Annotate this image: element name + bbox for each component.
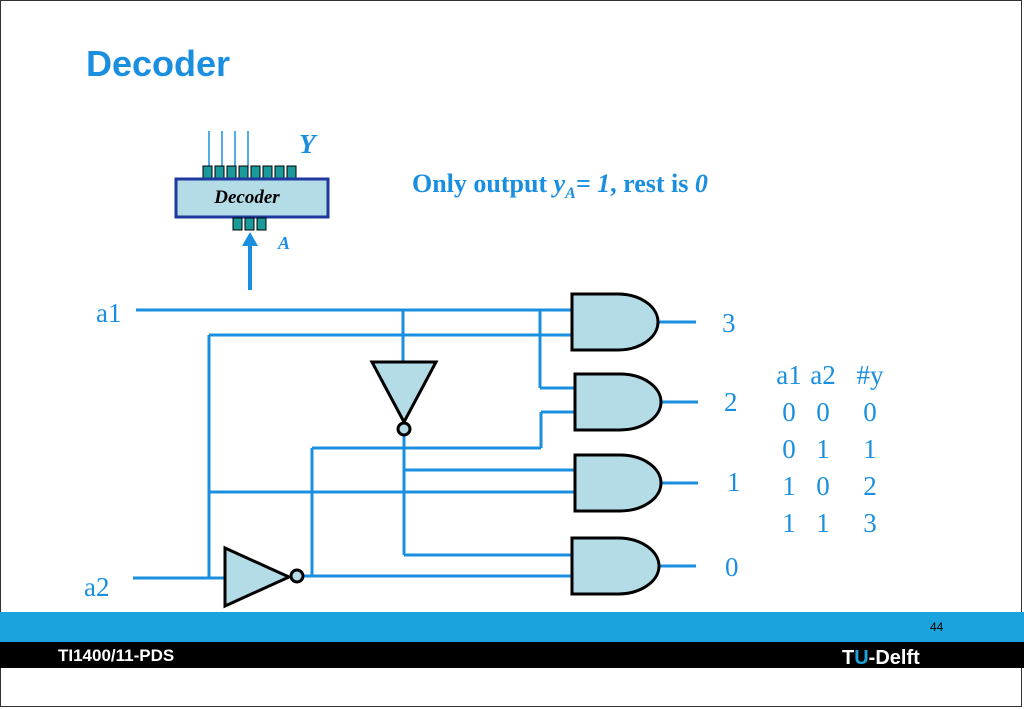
output-label-3: 3 — [722, 308, 736, 338]
course-code: TI1400/11-PDS — [58, 646, 175, 665]
truth-table-row: 0 1 1 — [772, 431, 900, 468]
and-gate-2 — [573, 372, 663, 432]
cell-a1: 1 — [782, 471, 796, 501]
note-var: y — [553, 169, 566, 198]
inverter-a2-bubble — [289, 568, 305, 584]
truth-table: a1 a2 #y 0 0 0 0 1 1 1 0 2 1 1 3 — [772, 357, 900, 542]
note-zero: 0 — [694, 169, 708, 198]
header-a2: a2 — [810, 360, 836, 390]
output-label-0: 0 — [725, 552, 739, 582]
tu-delft-logo: TU-Delft — [842, 647, 920, 670]
truth-table-row: 1 1 3 — [772, 505, 900, 542]
output-lines — [208, 131, 249, 166]
cell-a1: 0 — [782, 397, 796, 427]
note-prefix: Only output — [412, 169, 554, 198]
logo-u: U — [854, 647, 869, 669]
input-label-a: A — [277, 233, 290, 253]
and-gates — [570, 292, 663, 596]
decoder-block-symbol: Decoder Y A — [174, 129, 330, 290]
signal-labels: a1 a2 3 2 1 0 — [84, 298, 741, 602]
slide-title: Decoder — [86, 43, 231, 84]
inverters — [223, 360, 439, 609]
page-number: 44 — [930, 620, 944, 634]
input-label-a2: a2 — [84, 572, 109, 602]
note-eq: = 1 — [575, 169, 611, 198]
output-label-2: 2 — [724, 387, 738, 417]
circuit-wires — [133, 308, 698, 580]
logo-t: T — [842, 647, 855, 669]
footer-blue-band — [0, 612, 1024, 642]
output-label-y: Y — [299, 129, 318, 159]
and-gate-0 — [570, 536, 661, 596]
inverter-a1-bubble — [396, 421, 412, 437]
and-gate-3 — [570, 292, 660, 352]
note-sub: A — [565, 185, 576, 203]
inverter-a1 — [369, 360, 439, 426]
input-label-a1: a1 — [96, 298, 121, 328]
output-label-1: 1 — [727, 467, 741, 497]
and-gate-1 — [573, 453, 663, 513]
output-note: Only output yA= 1, rest is 0 — [412, 169, 708, 203]
cell-y: 1 — [863, 434, 877, 464]
cell-a2: 0 — [816, 397, 830, 427]
cell-a1: 1 — [782, 508, 796, 538]
cell-y: 0 — [863, 397, 877, 427]
note-rest: , rest is — [610, 169, 695, 198]
truth-table-header: a1 a2 #y — [772, 357, 900, 394]
truth-table-row: 0 0 0 — [772, 394, 900, 431]
footer-black-band — [0, 642, 1024, 668]
input-arrow-head — [242, 232, 258, 246]
decoder-block-label: Decoder — [213, 187, 280, 208]
output-pins — [202, 165, 297, 179]
cell-a2: 1 — [816, 434, 830, 464]
cell-a2: 0 — [816, 471, 830, 501]
inverter-a2 — [223, 545, 293, 609]
logo-rest: -Delft — [868, 647, 920, 669]
header-y: #y — [856, 360, 884, 390]
cell-y: 2 — [863, 471, 877, 501]
cell-a1: 0 — [782, 434, 796, 464]
truth-table-row: 1 0 2 — [772, 468, 900, 505]
cell-a2: 1 — [816, 508, 830, 538]
input-pins — [232, 217, 267, 231]
decoder-block — [174, 177, 330, 219]
header-a1: a1 — [776, 360, 802, 390]
cell-y: 3 — [863, 508, 877, 538]
